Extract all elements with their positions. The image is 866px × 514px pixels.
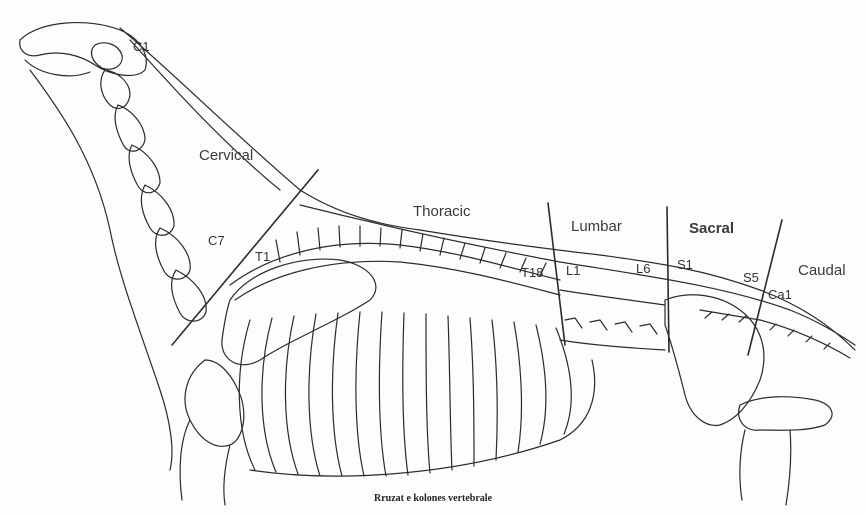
cervical-vertebrae	[91, 43, 206, 321]
label-sacral: Sacral	[689, 221, 734, 236]
label-caudal: Caudal	[798, 263, 846, 278]
forelimb	[185, 360, 244, 446]
label-c7: C7	[208, 234, 225, 247]
neck-outline-front	[30, 70, 172, 470]
neck-outline-inner	[130, 40, 280, 190]
label-cervical: Cervical	[199, 148, 253, 163]
divider-cervical-thoracic	[172, 170, 318, 345]
divider-thoracic-lumbar	[548, 203, 565, 345]
label-thoracic: Thoracic	[413, 204, 471, 219]
label-s5: S5	[743, 271, 759, 284]
lumbar-vertebrae	[560, 290, 665, 350]
femur	[739, 397, 832, 431]
label-s1: S1	[677, 258, 693, 271]
caudal-vertebrae	[760, 320, 850, 358]
ribcage	[239, 312, 594, 476]
skull-outline	[20, 23, 147, 76]
figure-caption: Rruzat e kolones vertebrale	[0, 493, 866, 504]
label-c1: C1	[133, 40, 150, 53]
label-ca1: Ca1	[768, 288, 792, 301]
neck-outline-top	[120, 28, 420, 230]
pelvis	[665, 295, 764, 426]
label-l1: L1	[566, 264, 580, 277]
label-l6: L6	[636, 262, 650, 275]
label-t1: T1	[255, 250, 270, 263]
label-t18: T18	[521, 266, 543, 279]
label-lumbar: Lumbar	[571, 219, 622, 234]
skull-jaw	[25, 60, 90, 76]
thoracic-vertebrae	[230, 226, 560, 300]
